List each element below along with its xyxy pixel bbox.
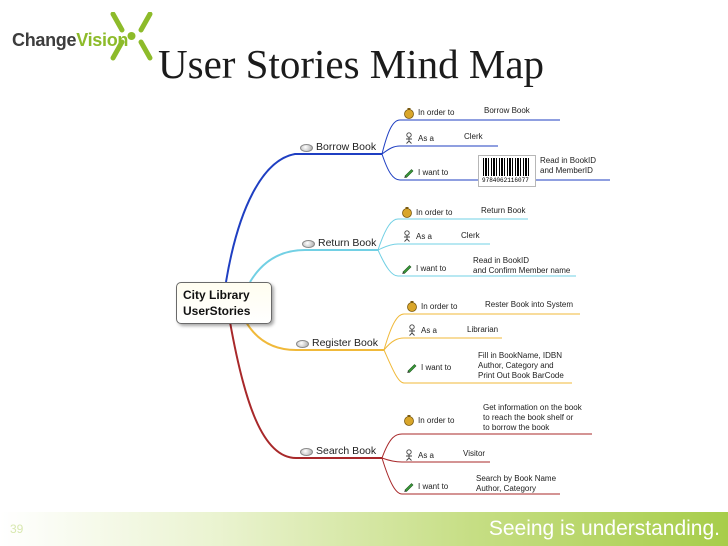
node-value: Librarian <box>467 325 499 334</box>
barcode-number: 9784062116077 <box>482 177 529 184</box>
node-value: Get information on the book <box>483 403 582 412</box>
money-bag-icon <box>404 415 414 426</box>
node-value: Clerk <box>461 231 480 240</box>
logo-text: ChangeVision <box>12 30 128 51</box>
logo-text-vision: Vision <box>76 30 129 50</box>
node-in-order-to[interactable]: In order to <box>418 108 455 117</box>
money-bag-icon <box>407 301 417 312</box>
node-value: Return Book <box>481 206 526 215</box>
barcode-image: 9784062116077 <box>478 155 536 187</box>
logo-mark-icon <box>110 12 153 61</box>
search-branch-lines <box>229 321 592 495</box>
logo-text-change: Change <box>12 30 77 50</box>
page-number: 39 <box>10 522 24 536</box>
branch-borrow-book[interactable]: Borrow Book <box>316 141 377 153</box>
person-icon <box>404 230 410 242</box>
footer-bar <box>0 512 728 546</box>
node-as-a[interactable]: As a <box>421 326 438 335</box>
root-line1: City Library <box>183 288 250 302</box>
node-value: Author, Category <box>476 484 537 493</box>
person-icon <box>409 324 415 336</box>
person-icon <box>406 132 412 144</box>
node-value: Print Out Book BarCode <box>478 371 564 380</box>
node-i-want-to[interactable]: I want to <box>416 264 447 273</box>
node-value: Read in BookID <box>473 256 530 265</box>
page-title: User Stories Mind Map <box>158 41 545 87</box>
node-value: and Confirm Member name <box>473 266 571 275</box>
node-i-want-to[interactable]: I want to <box>418 482 449 491</box>
node-as-a[interactable]: As a <box>418 134 435 143</box>
root-node[interactable]: City Library UserStories <box>176 282 272 324</box>
node-value: Clerk <box>464 132 483 141</box>
pencil-icon <box>407 364 417 373</box>
pencil-icon <box>402 265 412 274</box>
node-value: to borrow the book <box>483 423 550 432</box>
branch-return-book[interactable]: Return Book <box>318 237 377 249</box>
root-line2: UserStories <box>183 304 251 318</box>
oval-bullet-icon <box>300 448 313 456</box>
borrow-branch-lines <box>225 119 610 283</box>
money-bag-icon <box>404 108 414 119</box>
node-value: Fill in BookName, IDBN <box>478 351 563 360</box>
node-value: Rester Book into System <box>485 300 574 309</box>
money-bag-icon <box>402 207 412 218</box>
node-i-want-to[interactable]: I want to <box>421 363 452 372</box>
node-in-order-to[interactable]: In order to <box>418 416 455 425</box>
changevision-logo: ChangeVision <box>10 12 160 68</box>
node-as-a[interactable]: As a <box>416 232 433 241</box>
tagline: Seeing is understanding. <box>488 517 720 540</box>
pencil-icon <box>404 483 414 492</box>
register-branch-lines <box>245 313 580 384</box>
branch-search-book[interactable]: Search Book <box>316 445 377 457</box>
oval-bullet-icon <box>302 240 315 248</box>
pencil-icon <box>404 169 414 178</box>
node-value: Search by Book Name <box>476 474 557 483</box>
oval-bullet-icon <box>296 340 309 348</box>
node-value: and MemberID <box>540 166 593 175</box>
node-value: Borrow Book <box>484 106 530 115</box>
node-in-order-to[interactable]: In order to <box>416 208 453 217</box>
person-icon <box>406 449 412 461</box>
node-value: Author, Category and <box>478 361 554 370</box>
node-value: Visitor <box>463 449 486 458</box>
branch-register-book[interactable]: Register Book <box>312 337 378 349</box>
oval-bullet-icon <box>300 144 313 152</box>
node-i-want-to[interactable]: I want to <box>418 168 449 177</box>
node-value: to reach the book shelf or <box>483 413 574 422</box>
return-branch-lines <box>249 218 576 283</box>
node-in-order-to[interactable]: In order to <box>421 302 458 311</box>
node-as-a[interactable]: As a <box>418 451 435 460</box>
node-value: Read in BookID <box>540 156 597 165</box>
